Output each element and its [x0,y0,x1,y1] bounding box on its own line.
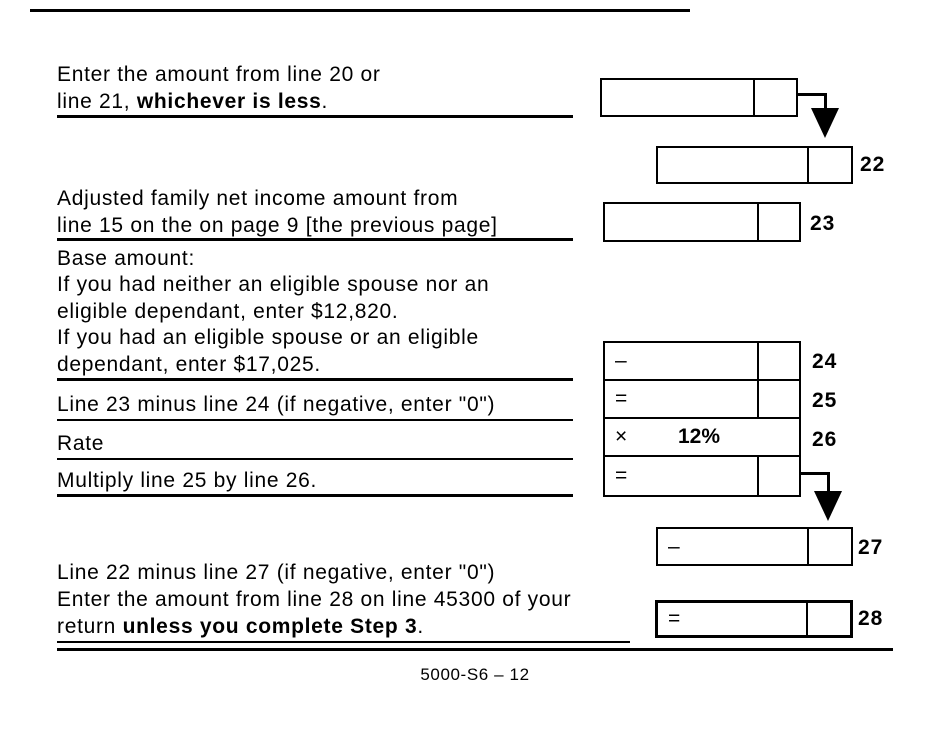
amount-box-28-dollars-field[interactable] [658,603,808,635]
base-amount-line1: Base amount: [57,247,195,270]
amount-box-25: = [603,379,801,419]
row-20-21-underline [57,115,573,118]
row-23-underline [57,238,573,241]
rate-row-underline [57,458,573,460]
row-25-underline [57,419,573,421]
amount-box-22-cents-field[interactable] [807,148,851,182]
row-28-text-line2: Enter the amount from line 28 on line 45… [57,588,572,611]
down-arrow-icon [811,108,839,138]
amount-box-multiply-dollars-field[interactable] [605,457,759,495]
base-amount-line3: eligible dependant, enter $12,820. [57,300,399,323]
base-amount-line5: dependant, enter $17,025. [57,353,321,376]
row-23-text-line2: line 15 on the on page 9 [the previous p… [57,214,498,237]
down-arrow-icon [814,491,842,521]
row-20-21-text-line2: line 21, whichever is less. [57,89,328,115]
amount-box-28-cents-field[interactable] [806,603,850,635]
rate-row-text: Rate [57,432,105,455]
line-number-23: 23 [810,212,836,235]
line-number-26: 26 [812,428,838,451]
rate-box-26: × 12% [603,417,801,457]
amount-box-25-cents-field[interactable] [757,381,799,417]
amount-box-27: – [656,527,853,566]
multiply-row-underline [57,494,573,497]
amount-box-24-cents-field[interactable] [757,343,799,379]
amount-box-lesser-cents-field[interactable] [753,80,796,115]
row-28-text-line1: Line 22 minus line 27 (if negative, ente… [57,561,496,584]
amount-box-22 [656,146,853,184]
row-28-text-line3-bold: unless you complete Step 3 [122,615,418,638]
base-amount-line4: If you had an eligible spouse or an elig… [57,326,479,349]
base-amount-line2: If you had neither an eligible spouse no… [57,273,490,296]
row-23-text-line1: Adjusted family net income amount from [57,187,459,210]
amount-box-24: – [603,341,801,381]
line-number-25: 25 [812,389,838,412]
minus-operator: – [668,534,680,558]
row-28-text-line3-pre: return [57,615,123,638]
multiply-row-text: Multiply line 25 by line 26. [57,469,318,492]
amount-box-lesser-dollars-field[interactable] [602,80,755,115]
line-number-22: 22 [860,153,886,176]
amount-box-23-cents-field[interactable] [757,204,799,240]
row-28-underline [57,641,630,643]
connector-multiply-vertical [827,472,830,493]
section-end-rule [57,648,893,651]
amount-box-28: = [655,600,853,638]
line-number-27: 27 [858,536,884,559]
footer-page-number: 5000-S6 – 12 [420,665,530,684]
equals-operator: = [668,607,681,630]
row-20-21-text-line1: Enter the amount from line 20 or [57,63,381,86]
amount-box-22-dollars-field[interactable] [658,148,809,182]
amount-box-27-cents-field[interactable] [807,529,851,564]
line-number-24: 24 [812,350,838,373]
amount-box-27-dollars-field[interactable] [658,529,809,564]
amount-box-lesser [600,78,798,117]
amount-box-multiply-cents-field[interactable] [757,457,799,495]
connector-lesser-horizontal [796,93,827,96]
line-number-28: 28 [858,607,884,630]
row-20-21-text-line2-post: . [321,90,329,113]
amount-box-24-dollars-field[interactable] [605,343,759,379]
base-amount-underline [57,378,573,381]
amount-box-25-dollars-field[interactable] [605,381,759,417]
equals-operator: = [615,464,628,487]
amount-box-23-dollars-field[interactable] [605,204,759,240]
row-28-text-line3: return unless you complete Step 3. [57,614,424,640]
row-20-21-text-line2-pre: line 21, [57,90,137,113]
rate-value: 12% [677,425,721,448]
row-25-text: Line 23 minus line 24 (if negative, ente… [57,393,496,416]
equals-operator: = [615,387,628,410]
connector-multiply-horizontal [799,472,830,475]
amount-box-multiply-result: = [603,455,801,497]
multiply-operator: × [615,425,628,448]
row-28-text-line3-post: . [417,615,424,638]
minus-operator: – [615,349,627,372]
top-section-rule [30,9,690,12]
row-20-21-text-line2-bold: whichever is less [136,90,322,113]
amount-box-23 [603,202,801,242]
connector-lesser-vertical [824,93,827,111]
